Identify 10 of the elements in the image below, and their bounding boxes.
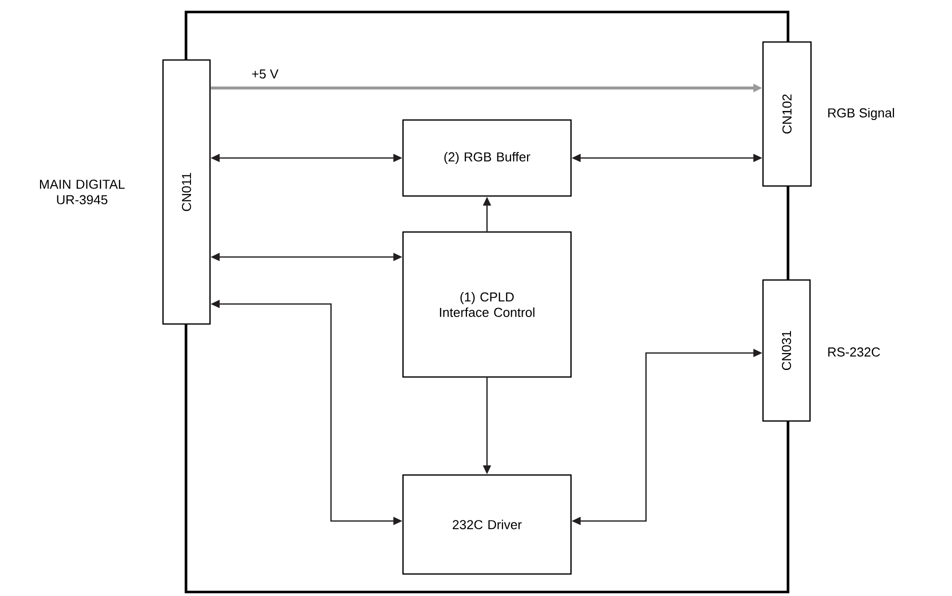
circuit-block: (2) RGB Buffer: [402, 119, 572, 197]
connector-block: CN011: [162, 59, 211, 325]
circuit-block: (1) CPLD Interface Control: [402, 231, 572, 378]
side-label: RS-232C: [828, 347, 880, 357]
edge-label: +5 V: [250, 68, 280, 80]
connector-block: CN102: [762, 41, 812, 187]
connector-block: CN031: [762, 279, 811, 422]
circuit-block: 232C Driver: [402, 474, 572, 575]
side-label: RGB Signal: [828, 108, 894, 120]
side-label: MAIN DIGITAL UR-3945: [40, 180, 125, 204]
